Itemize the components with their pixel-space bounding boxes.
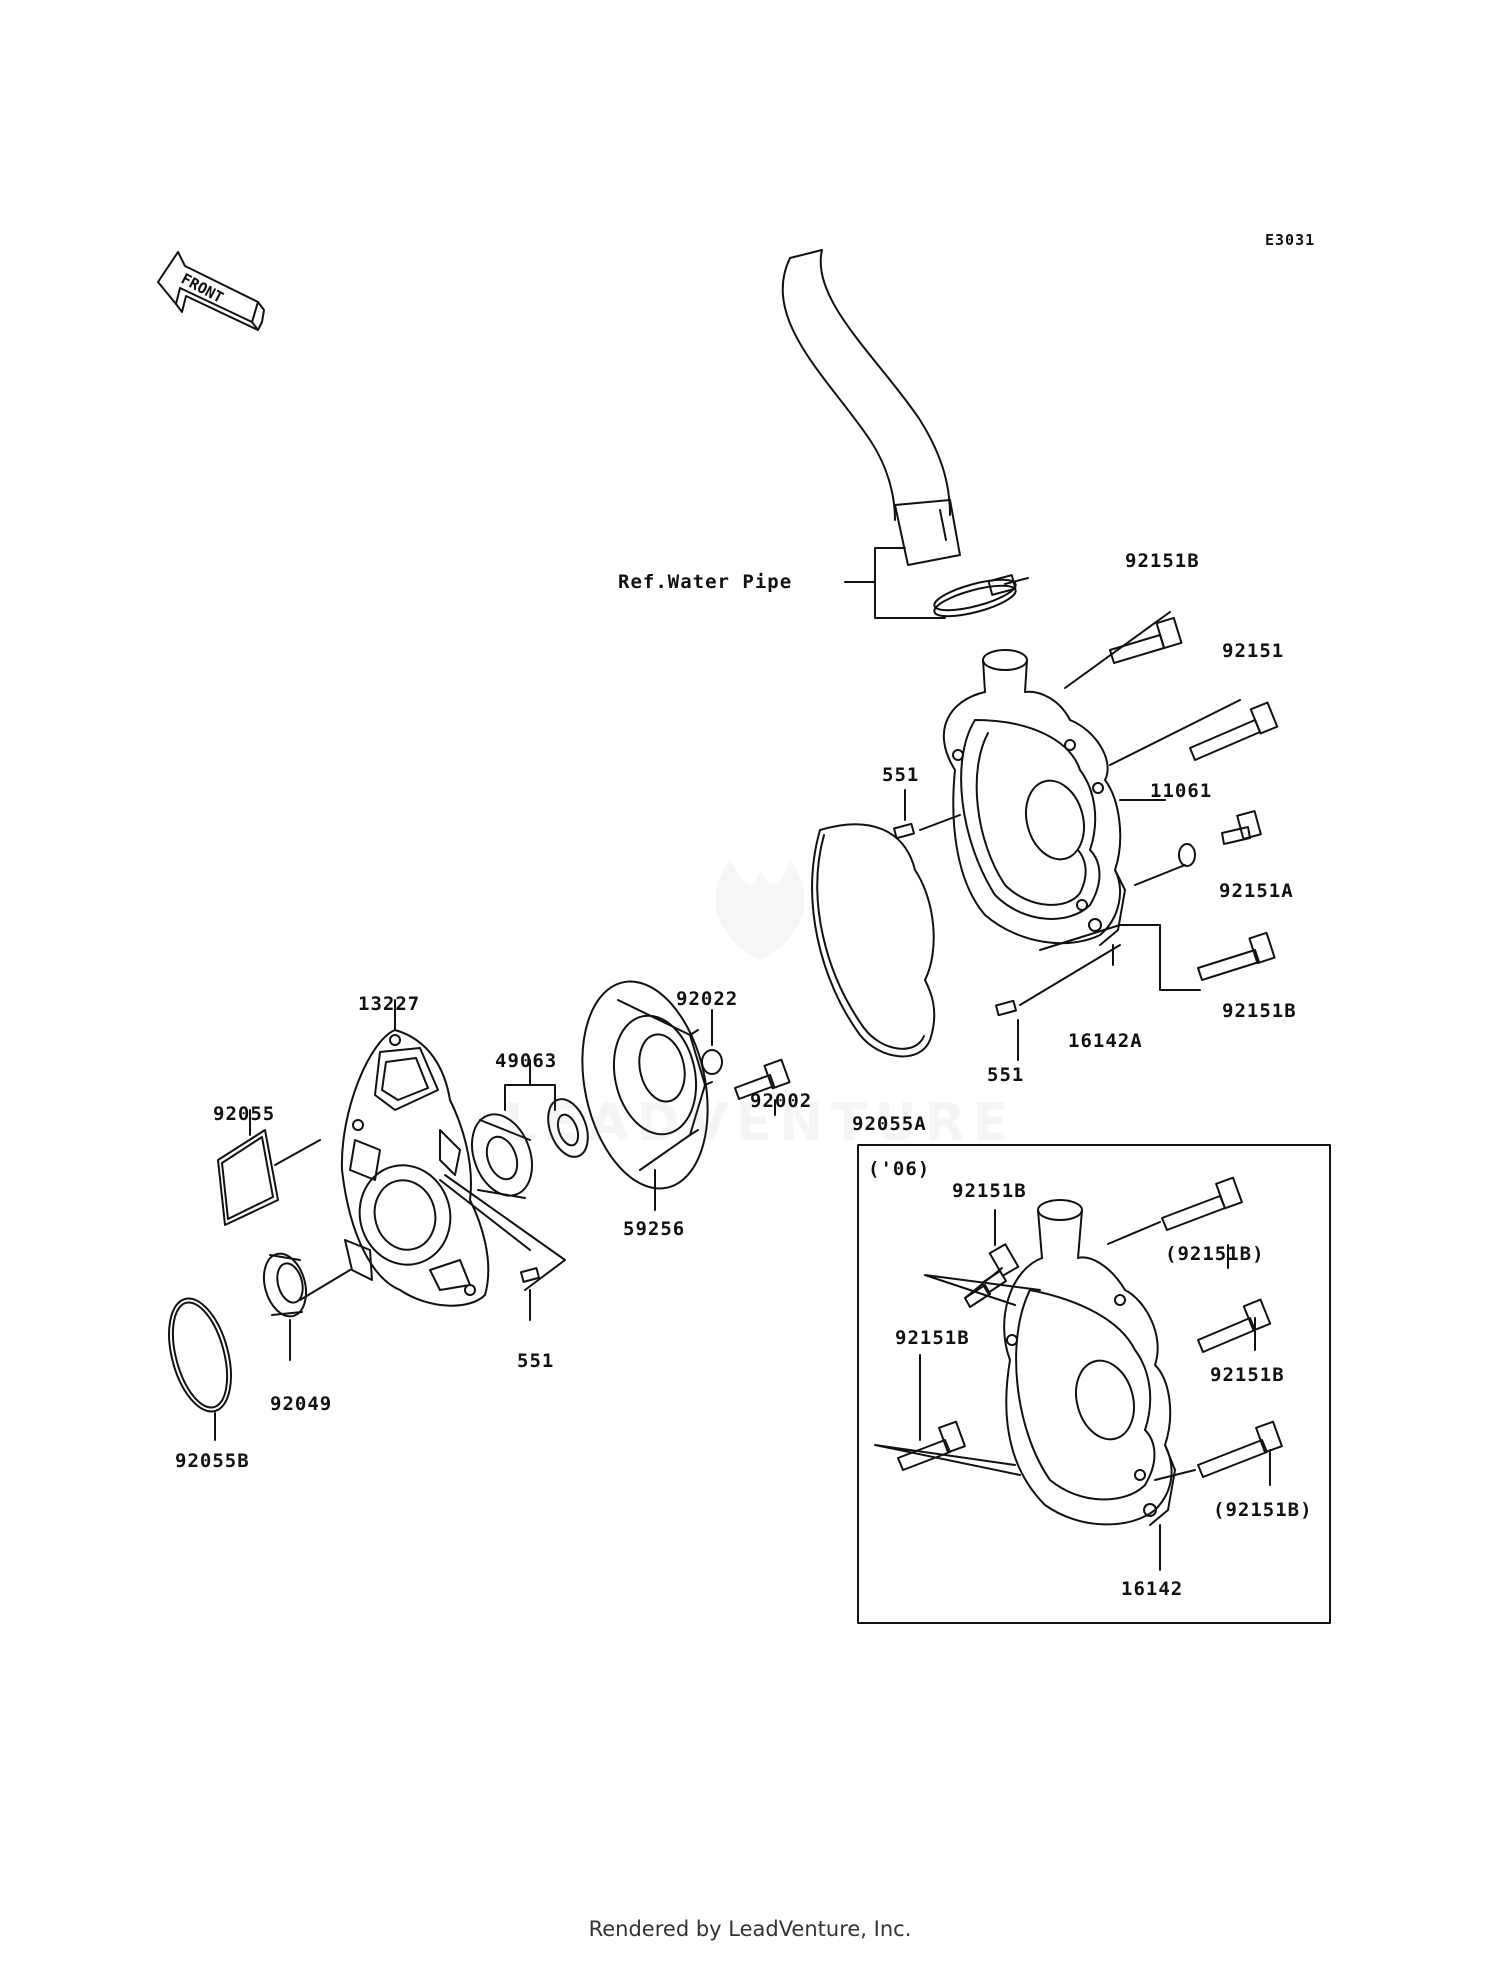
inset-1906-frame	[858, 1145, 1330, 1623]
inset-label-92151B-c: 92151B	[1210, 1364, 1285, 1386]
label-92151: 92151	[1222, 640, 1285, 662]
pump-cover-16142	[1004, 1200, 1175, 1525]
label-92049: 92049	[270, 1393, 333, 1415]
label-13227: 13227	[358, 993, 421, 1015]
pump-cover-16142A	[944, 650, 1125, 945]
dowel-551-mid	[996, 1001, 1016, 1015]
bolt-92151A	[1222, 811, 1261, 844]
inset-year-label: ('06)	[868, 1158, 931, 1180]
inset-label-16142: 16142	[1121, 1578, 1184, 1600]
label-59256: 59256	[623, 1218, 686, 1240]
label-551-lower: 551	[517, 1350, 555, 1372]
label-92151B-top: 92151B	[1125, 550, 1200, 572]
washer-92022	[702, 1050, 722, 1074]
impeller-59256	[564, 970, 725, 1200]
pump-housing-13227	[342, 1030, 488, 1306]
bolt-92151	[1190, 703, 1277, 760]
oil-seal-92049	[257, 1249, 312, 1321]
diagram-code: E3031	[1265, 231, 1316, 249]
bolt-92151B-top	[1110, 618, 1181, 663]
inset-bolt-c	[1198, 1300, 1270, 1352]
dowel-551-lower	[521, 1268, 539, 1282]
leadventure-watermark: LEADVENTURE	[504, 860, 1017, 1153]
inset-bolt-e	[1198, 1422, 1282, 1477]
dowel-551-upper	[894, 824, 914, 838]
label-92055: 92055	[213, 1103, 276, 1125]
label-11061: 11061	[1150, 780, 1213, 802]
label-92055B: 92055B	[175, 1450, 250, 1472]
label-551-mid: 551	[987, 1064, 1025, 1086]
label-551-upper: 551	[882, 764, 920, 786]
label-92151A: 92151A	[1219, 880, 1294, 902]
label-16142A: 16142A	[1068, 1030, 1143, 1052]
bolt-92151B-right	[1198, 933, 1275, 980]
washer-11061	[1179, 844, 1195, 866]
gasket-92055A	[812, 824, 934, 1056]
footer-credit: Rendered by LeadVenture, Inc.	[588, 1917, 912, 1941]
o-ring-92055B	[158, 1292, 242, 1419]
inset-label-92151B-e: (92151B)	[1213, 1499, 1313, 1521]
svg-text:LEADVENTURE: LEADVENTURE	[504, 1093, 1017, 1153]
inset-label-92151B-d: 92151B	[895, 1327, 970, 1349]
inset-label-92151B-a: 92151B	[952, 1180, 1027, 1202]
mechanical-seal-49063	[461, 1094, 595, 1204]
label-92002: 92002	[750, 1090, 813, 1112]
inset-bolt-d	[898, 1422, 965, 1470]
label-92055A: 92055A	[852, 1113, 927, 1135]
hose-clamp	[932, 574, 1028, 623]
front-arrow-icon: FRONT	[158, 252, 264, 330]
label-49063: 49063	[495, 1050, 558, 1072]
inset-bolt-b	[1162, 1178, 1242, 1230]
water-pipe-hose	[783, 250, 960, 565]
label-92151B-right: 92151B	[1222, 1000, 1297, 1022]
bolt-92002	[735, 1060, 790, 1099]
gasket-92055	[218, 1130, 278, 1225]
label-92022: 92022	[676, 988, 739, 1010]
inset-label-92151B-b: (92151B)	[1165, 1243, 1265, 1265]
ref-water-pipe-label: Ref.Water Pipe	[618, 571, 793, 593]
